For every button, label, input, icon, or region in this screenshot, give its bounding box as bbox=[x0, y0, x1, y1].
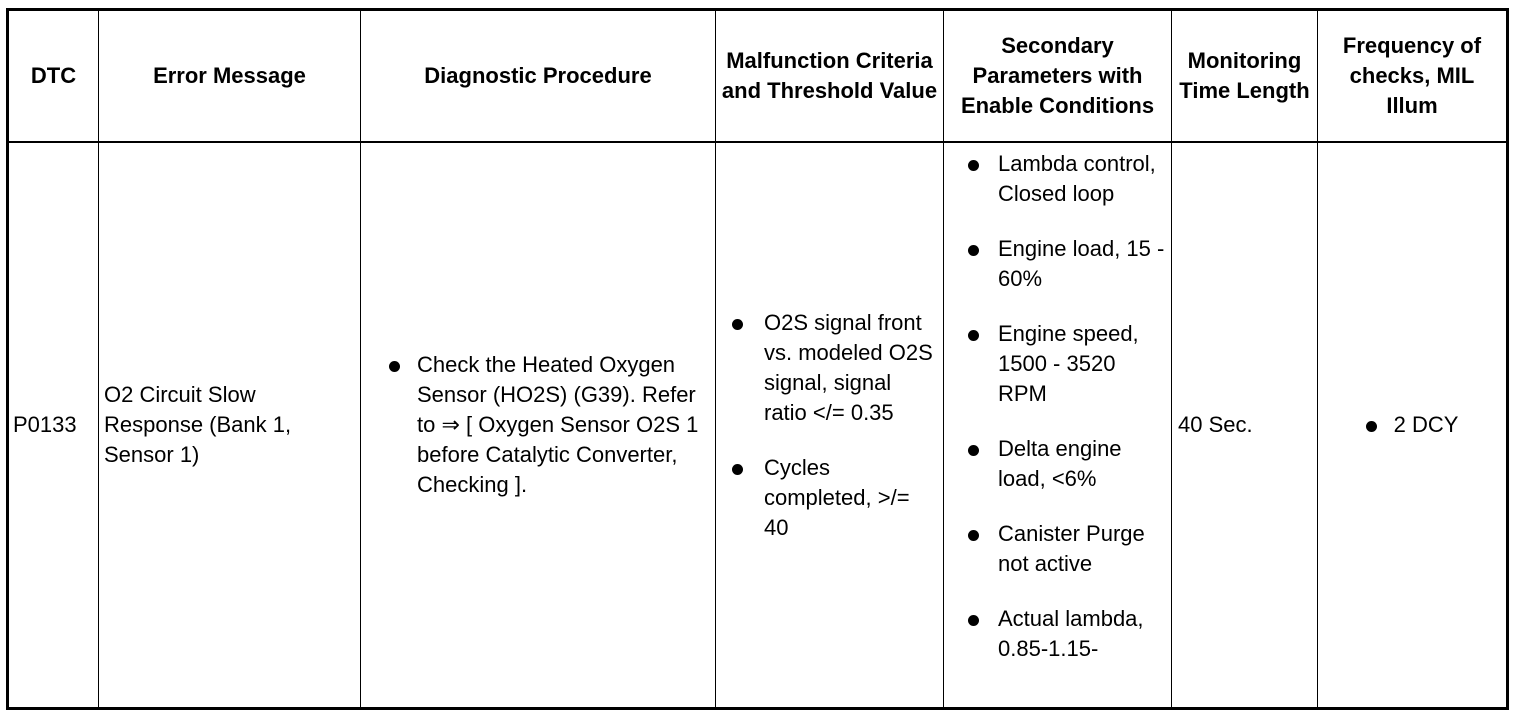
secondary-parameters-cell: Lambda control, Closed loop Engine load,… bbox=[943, 141, 1172, 709]
monitoring-time: 40 Sec. bbox=[1171, 141, 1318, 709]
header-error-message: Error Message bbox=[98, 9, 361, 143]
diagnostic-procedure-list: Check the Heated Oxygen Sensor (HO2S) (G… bbox=[365, 350, 711, 500]
diagnostic-procedure-item: Check the Heated Oxygen Sensor (HO2S) (G… bbox=[365, 350, 711, 500]
secondary-parameter-item: Canister Purge not active bbox=[948, 519, 1167, 579]
header-frequency: Frequency of checks, MIL Illum bbox=[1317, 9, 1508, 143]
dtc-code: P0133 bbox=[7, 141, 99, 709]
frequency-list: 2 DCY bbox=[1322, 410, 1502, 440]
header-monitoring-time: Monitoring Time Length bbox=[1171, 9, 1318, 143]
diagnostic-procedure-cell: Check the Heated Oxygen Sensor (HO2S) (G… bbox=[360, 141, 716, 709]
malfunction-criteria-cell: O2S signal front vs. modeled O2S signal,… bbox=[715, 141, 944, 709]
dtc-table: DTC Error Message Diagnostic Procedure M… bbox=[6, 8, 1509, 710]
header-diagnostic-procedure: Diagnostic Procedure bbox=[360, 9, 716, 143]
secondary-parameters-list: Lambda control, Closed loop Engine load,… bbox=[948, 149, 1167, 664]
secondary-parameter-item: Engine load, 15 - 60% bbox=[948, 234, 1167, 294]
malfunction-criteria-list: O2S signal front vs. modeled O2S signal,… bbox=[720, 308, 939, 543]
table-body: P0133 O2 Circuit Slow Response (Bank 1, … bbox=[7, 141, 1508, 709]
table-row: P0133 O2 Circuit Slow Response (Bank 1, … bbox=[7, 141, 1508, 709]
error-message: O2 Circuit Slow Response (Bank 1, Sensor… bbox=[98, 141, 361, 709]
header-row: DTC Error Message Diagnostic Procedure M… bbox=[7, 9, 1508, 143]
malfunction-criteria-item: Cycles completed, >/= 40 bbox=[720, 453, 939, 543]
header-secondary-parameters: Secondary Parameters with Enable Conditi… bbox=[943, 9, 1172, 143]
malfunction-criteria-item: O2S signal front vs. modeled O2S signal,… bbox=[720, 308, 939, 428]
header-dtc: DTC bbox=[7, 9, 99, 143]
frequency-item: 2 DCY bbox=[1365, 410, 1458, 440]
header-malfunction-criteria: Malfunction Criteria and Threshold Value bbox=[715, 9, 944, 143]
table-header: DTC Error Message Diagnostic Procedure M… bbox=[7, 9, 1508, 143]
secondary-parameter-item: Actual lambda, 0.85-1.15- bbox=[948, 604, 1167, 664]
frequency-cell: 2 DCY bbox=[1317, 141, 1508, 709]
secondary-parameter-item: Delta engine load, <6% bbox=[948, 434, 1167, 494]
secondary-parameter-item: Engine speed, 1500 - 3520 RPM bbox=[948, 319, 1167, 409]
secondary-parameter-item: Lambda control, Closed loop bbox=[948, 149, 1167, 209]
